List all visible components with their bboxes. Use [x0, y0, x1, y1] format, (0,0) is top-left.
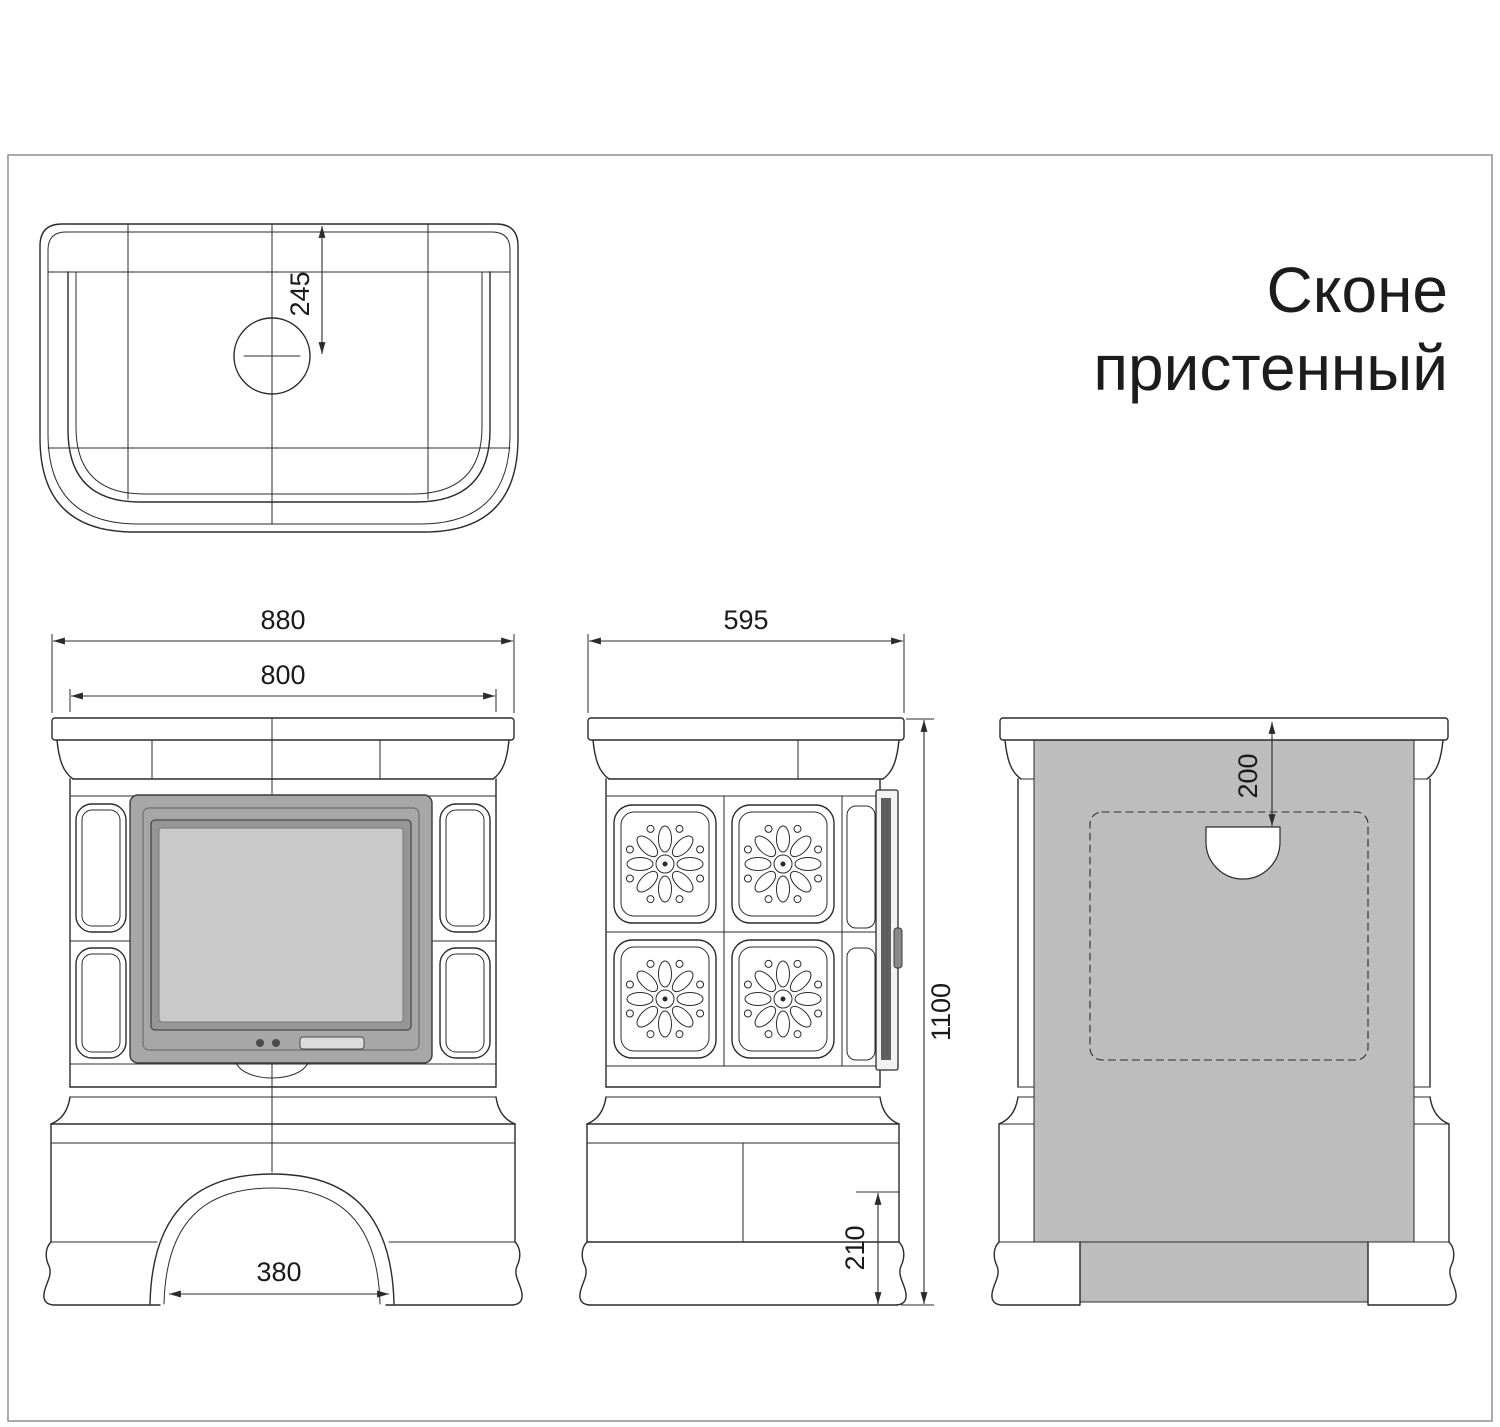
plan-joint-lines — [47, 223, 511, 525]
page-border — [7, 154, 1493, 1422]
dim-body-width: 800 — [69, 660, 497, 712]
front-foot-left — [43, 1241, 161, 1306]
door-handle — [893, 927, 903, 969]
side-foot-back — [896, 1241, 907, 1306]
side-base — [579, 1096, 907, 1306]
dim-plinth-height-label: 210 — [840, 1225, 870, 1270]
title-line-2: пристенный — [1093, 332, 1448, 404]
dim-plinth-height: 210 — [840, 1191, 899, 1304]
door-glass — [158, 827, 404, 1023]
back-cornice-slab — [999, 717, 1449, 741]
plan-body-outline — [67, 271, 491, 503]
door-vent-slot — [299, 1036, 365, 1050]
dim-depth: 595 — [587, 605, 905, 713]
door-apron-curve — [235, 1062, 309, 1079]
door-knob-left — [256, 1039, 264, 1047]
side-foot-front — [579, 1241, 590, 1306]
dim-flue-offset-top: 245 — [285, 226, 326, 354]
dim-overall-height: 1100 — [901, 718, 956, 1306]
dim-overall-width-label: 880 — [260, 605, 305, 635]
dim-rear-flue-offset: 200 — [1233, 722, 1276, 826]
back-cornice — [999, 717, 1449, 780]
plan-outer-outline — [39, 223, 519, 533]
plan-view: 245 — [39, 223, 519, 533]
door-step-frame — [142, 807, 420, 1051]
dim-rear-flue-offset-label: 200 — [1233, 753, 1263, 798]
dim-flue-offset-top-label: 245 — [285, 271, 315, 316]
dim-depth-label: 595 — [723, 605, 768, 635]
dim-body-width-label: 800 — [260, 660, 305, 690]
arch-inner — [163, 1187, 381, 1305]
side-cornice — [587, 717, 905, 780]
back-foot-left — [991, 1241, 1081, 1306]
front-side-tiles — [75, 803, 491, 1059]
back-base-panel — [1079, 1241, 1369, 1303]
title-block: Сконе пристенный — [1093, 254, 1448, 404]
front-cornice-slab — [51, 717, 515, 741]
flue-outlet-circle — [233, 317, 311, 395]
front-foot-right — [385, 1241, 523, 1306]
door-side-glass-edge — [881, 798, 891, 1060]
front-base — [43, 1096, 523, 1306]
front-cornice — [51, 717, 515, 780]
back-view: 200 — [991, 717, 1457, 1306]
arch-outer — [149, 1173, 395, 1305]
dim-overall-width: 880 — [51, 605, 515, 713]
side-view: 595 1100 210 — [579, 605, 956, 1306]
front-view: 880 800 380 — [43, 605, 523, 1306]
door-side-profile — [875, 789, 903, 1071]
side-body-lines — [605, 778, 881, 1098]
firebox-door — [129, 794, 433, 1079]
back-foot-right — [1367, 1241, 1457, 1306]
flue-notch — [1205, 826, 1281, 880]
back-panel — [1033, 739, 1415, 1243]
service-area-dashed — [1089, 811, 1369, 1061]
side-narrow-tiles — [846, 805, 876, 1061]
dim-arch-width: 380 — [169, 1257, 389, 1298]
door-knob-right — [272, 1039, 280, 1047]
dim-arch-width-label: 380 — [256, 1257, 301, 1287]
back-body-lines — [1017, 778, 1431, 1098]
dim-overall-height-label: 1100 — [926, 983, 956, 1041]
back-base — [991, 1096, 1457, 1306]
plan-outer-outline-inner — [47, 231, 511, 525]
plan-body-outline-inner — [75, 271, 483, 495]
side-cornice-slab — [587, 717, 905, 741]
title-line-1: Сконе — [1267, 254, 1448, 326]
